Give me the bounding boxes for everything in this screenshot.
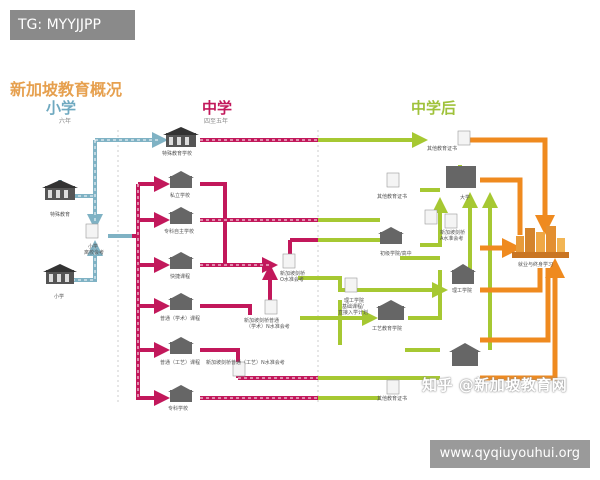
label-poly-foundation-2: 基础课程/	[342, 303, 364, 310]
building-icon	[168, 166, 481, 402]
label-psle: 小学	[88, 243, 98, 250]
employment-paths	[470, 137, 565, 381]
stage-primary-label: 小学	[46, 99, 77, 117]
label-express-course: 快捷课程	[170, 273, 190, 280]
label-n-academic: 新加坡剑桥普通	[244, 317, 279, 324]
building-icon	[42, 180, 78, 200]
label-poly-foundation-3: 直接入学计划	[338, 309, 368, 316]
label-a-level-2: A水准会考	[440, 235, 463, 242]
primary-paths	[58, 132, 168, 282]
label-poly-foundation: 理工学院	[344, 297, 364, 304]
label-a-level: 新加坡剑桥	[440, 229, 465, 236]
diagram-title: 新加坡教育概况	[10, 80, 123, 99]
zhihu-watermark: 知乎 @新加坡教育网	[422, 376, 568, 394]
label-n-academic-2: （学术）N水准会考	[246, 323, 290, 330]
label-special-school: 特殊教育学校	[162, 150, 192, 157]
label-private-school: 私立学校	[170, 192, 190, 199]
label-other-cert-bottom: 其他教育证书	[377, 395, 407, 402]
stage-post-label: 中学后	[411, 99, 457, 117]
label-employment: 就业与终身学习	[518, 261, 553, 268]
label-ite: 工艺教育学院	[372, 325, 402, 332]
tg-tag: TG: MYYJJPP	[10, 10, 135, 40]
label-n-technical: 新加坡剑桥普通（工艺）N水准会考	[206, 359, 285, 366]
certificate-icon	[85, 130, 471, 395]
label-primary: 小学	[54, 293, 64, 300]
label-university: 大学	[460, 194, 470, 201]
label-normal-technical: 普通（工艺）课程	[160, 359, 200, 366]
label-psle-2: 离校会考	[84, 249, 104, 256]
label-normal-academic: 普通（学术）课程	[160, 315, 200, 322]
stage-primary-sub: 六年	[59, 118, 72, 125]
city-skyline-icon	[512, 226, 569, 258]
label-specialized-school: 专科学校	[168, 405, 188, 412]
site-watermark: www.qyqiuyouhui.org	[429, 440, 590, 468]
label-junior-college: 初级学院/高中	[380, 250, 412, 257]
building-icon	[163, 127, 199, 147]
building-icon	[43, 264, 77, 284]
label-specialized-independent: 专科自主学校	[164, 228, 194, 235]
label-other-cert-top: 其他教育证书	[427, 145, 457, 152]
label-polytechnic: 理工学院	[452, 287, 472, 294]
label-o-level: 新加坡剑桥	[280, 270, 305, 277]
stage-secondary-sub: 四至五年	[204, 118, 229, 125]
stage-secondary-label: 中学	[202, 99, 233, 117]
label-special-primary: 特殊教育	[50, 211, 70, 218]
label-other-cert-mid: 其他教育证书	[377, 193, 407, 200]
label-o-level-2: O水准会考	[280, 276, 304, 283]
